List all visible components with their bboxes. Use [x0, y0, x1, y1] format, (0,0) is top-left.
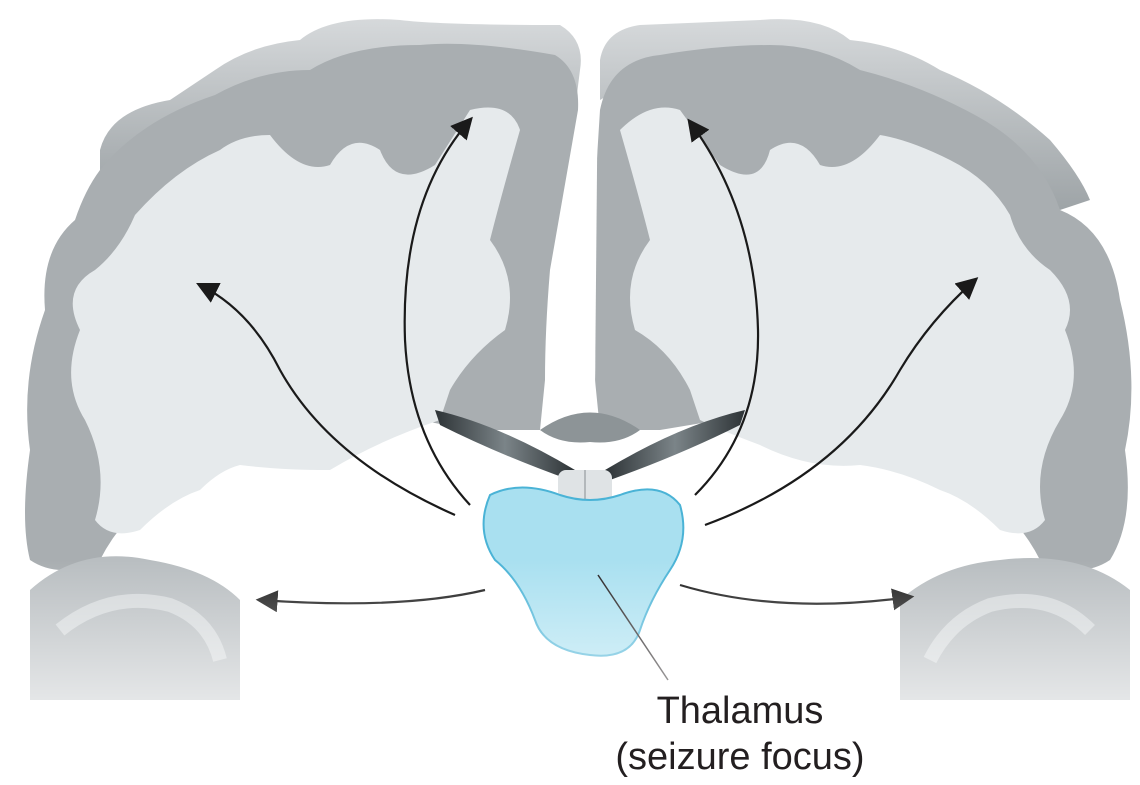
- thalamus-label: Thalamus: [560, 692, 920, 730]
- seizure-focus-label: (seizure focus): [560, 738, 920, 776]
